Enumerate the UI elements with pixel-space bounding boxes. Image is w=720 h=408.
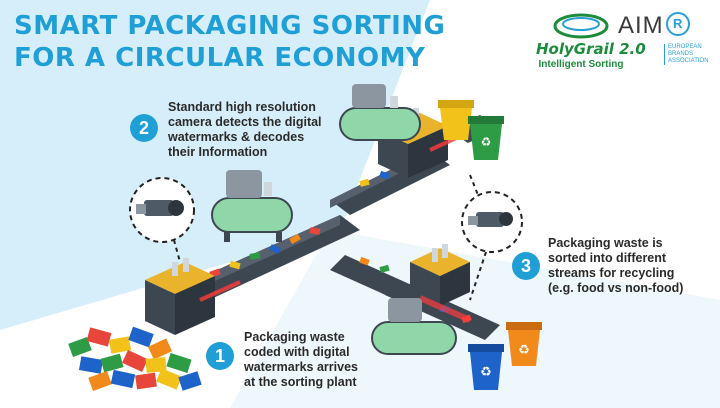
- aim-assoc-line-3: ASSOCIATION: [668, 58, 709, 64]
- svg-text:♻: ♻: [480, 364, 492, 379]
- step-2-line: camera detects the digital: [168, 115, 322, 129]
- step-2-text: Standard high resolution camera detects …: [168, 100, 322, 160]
- step-1-line: coded with digital: [244, 345, 350, 359]
- holygrail-logo-mark: [553, 13, 609, 39]
- step-3-text: Packaging waste is sorted into different…: [548, 236, 683, 296]
- step-3-line: streams for recycling: [548, 266, 675, 280]
- step-3-badge: 3: [512, 252, 540, 280]
- scanner-unit-3: [410, 244, 470, 306]
- compressor-tank-3: [371, 298, 457, 355]
- page-title: SMART PACKAGING SORTING FOR A CIRCULAR E…: [14, 10, 445, 74]
- aim-assoc-line-1: EUROPEAN: [668, 44, 702, 50]
- step-3-line: sorted into different: [548, 251, 667, 265]
- scanner-unit-1: [145, 258, 215, 335]
- packaging-pile: [68, 326, 202, 391]
- camera-callout-1: [129, 177, 195, 263]
- step-2-line: watermarks & decodes: [168, 130, 305, 144]
- step-3-line: (e.g. food vs non-food): [548, 281, 684, 295]
- step-1-line: at the sorting plant: [244, 375, 357, 389]
- background-panel: [0, 0, 430, 330]
- step-1-line: Packaging waste: [244, 330, 345, 344]
- bins-lower: ♻ ♻: [468, 322, 542, 390]
- title-line-1: SMART PACKAGING SORTING: [14, 11, 446, 41]
- holygrail-logo-name: HolyGrail 2.0: [536, 40, 646, 58]
- step-2-badge: 2: [130, 114, 158, 142]
- camera-callout-3: [461, 191, 523, 301]
- step-2-line: their Information: [168, 145, 268, 159]
- step-2-line: Standard high resolution: [168, 100, 316, 114]
- svg-text:♻: ♻: [481, 135, 492, 149]
- step-1-line: watermarks arrives: [244, 360, 358, 374]
- compressor-tank-2: [339, 84, 421, 141]
- aim-logo-association: EUROPEAN BRANDS ASSOCIATION: [664, 44, 709, 65]
- compressor-tank-1: [211, 170, 293, 242]
- holygrail-logo: HolyGrail 2.0 Intelligent Sorting: [536, 10, 646, 70]
- step-1-badge: 1: [206, 342, 234, 370]
- bins-upper: ♻: [438, 100, 504, 160]
- step-1-text: Packaging waste coded with digital water…: [244, 330, 358, 390]
- svg-text:♻: ♻: [518, 342, 530, 357]
- scan-beam-3: [418, 295, 472, 323]
- scan-beam-1: [199, 280, 241, 302]
- registered-icon: R: [665, 12, 690, 36]
- aim-logo-name: AIM: [618, 12, 664, 39]
- aim-assoc-line-2: BRANDS: [668, 51, 694, 57]
- title-line-2: FOR A CIRCULAR ECONOMY: [14, 43, 426, 73]
- holygrail-logo-tagline: Intelligent Sorting: [538, 59, 624, 70]
- step-3-line: Packaging waste is: [548, 236, 663, 250]
